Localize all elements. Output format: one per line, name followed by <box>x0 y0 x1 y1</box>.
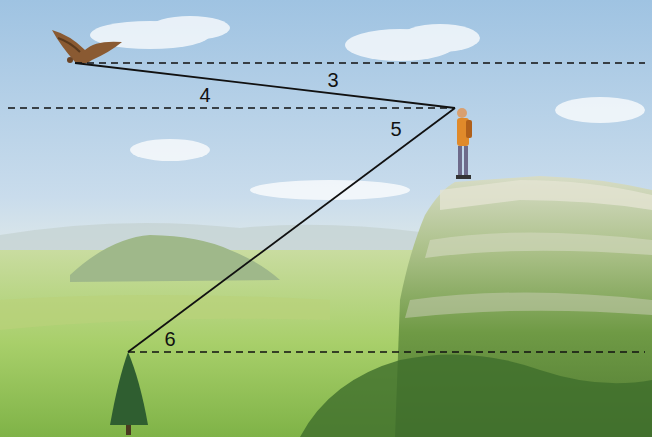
horizontal-dashed-lines <box>8 63 645 352</box>
mesa <box>70 235 280 282</box>
angle-number: 4 <box>199 85 210 105</box>
angle-number: 3 <box>327 70 338 90</box>
cliff-ledge <box>405 293 652 319</box>
sight-lines <box>75 63 455 352</box>
cliff-ledge <box>425 233 652 259</box>
cliff-top <box>440 180 652 210</box>
hawk-figure <box>52 30 122 64</box>
hiker-figure <box>456 108 472 179</box>
angle-number: 5 <box>390 119 401 139</box>
angle-number: 6 <box>164 329 175 349</box>
tree-figure <box>110 352 148 435</box>
foreground-bushes <box>300 354 652 437</box>
